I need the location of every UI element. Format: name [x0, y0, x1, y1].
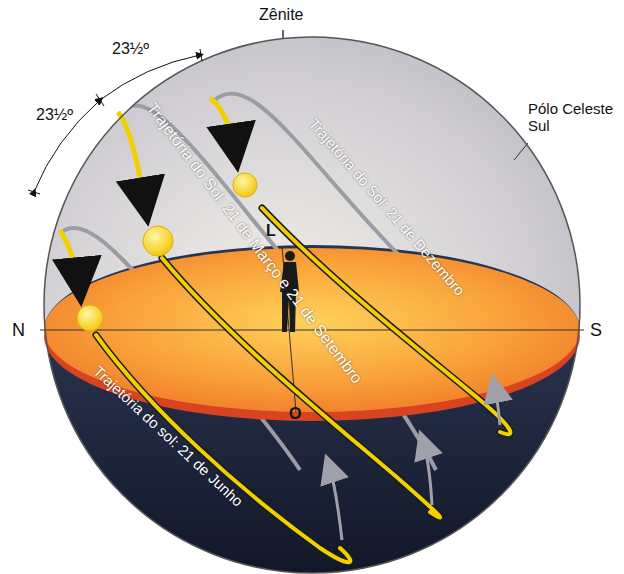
cardinal-label: S — [590, 320, 602, 341]
pole-label: Pólo Celeste Sul — [528, 100, 616, 135]
zenith-label: Zênite — [259, 6, 303, 24]
angle-label: 23½º — [36, 106, 73, 124]
cardinal-label: L — [266, 222, 276, 240]
cardinal-label: O — [289, 405, 301, 423]
angle-label: 23½º — [112, 40, 149, 58]
cardinal-label: N — [12, 320, 25, 341]
